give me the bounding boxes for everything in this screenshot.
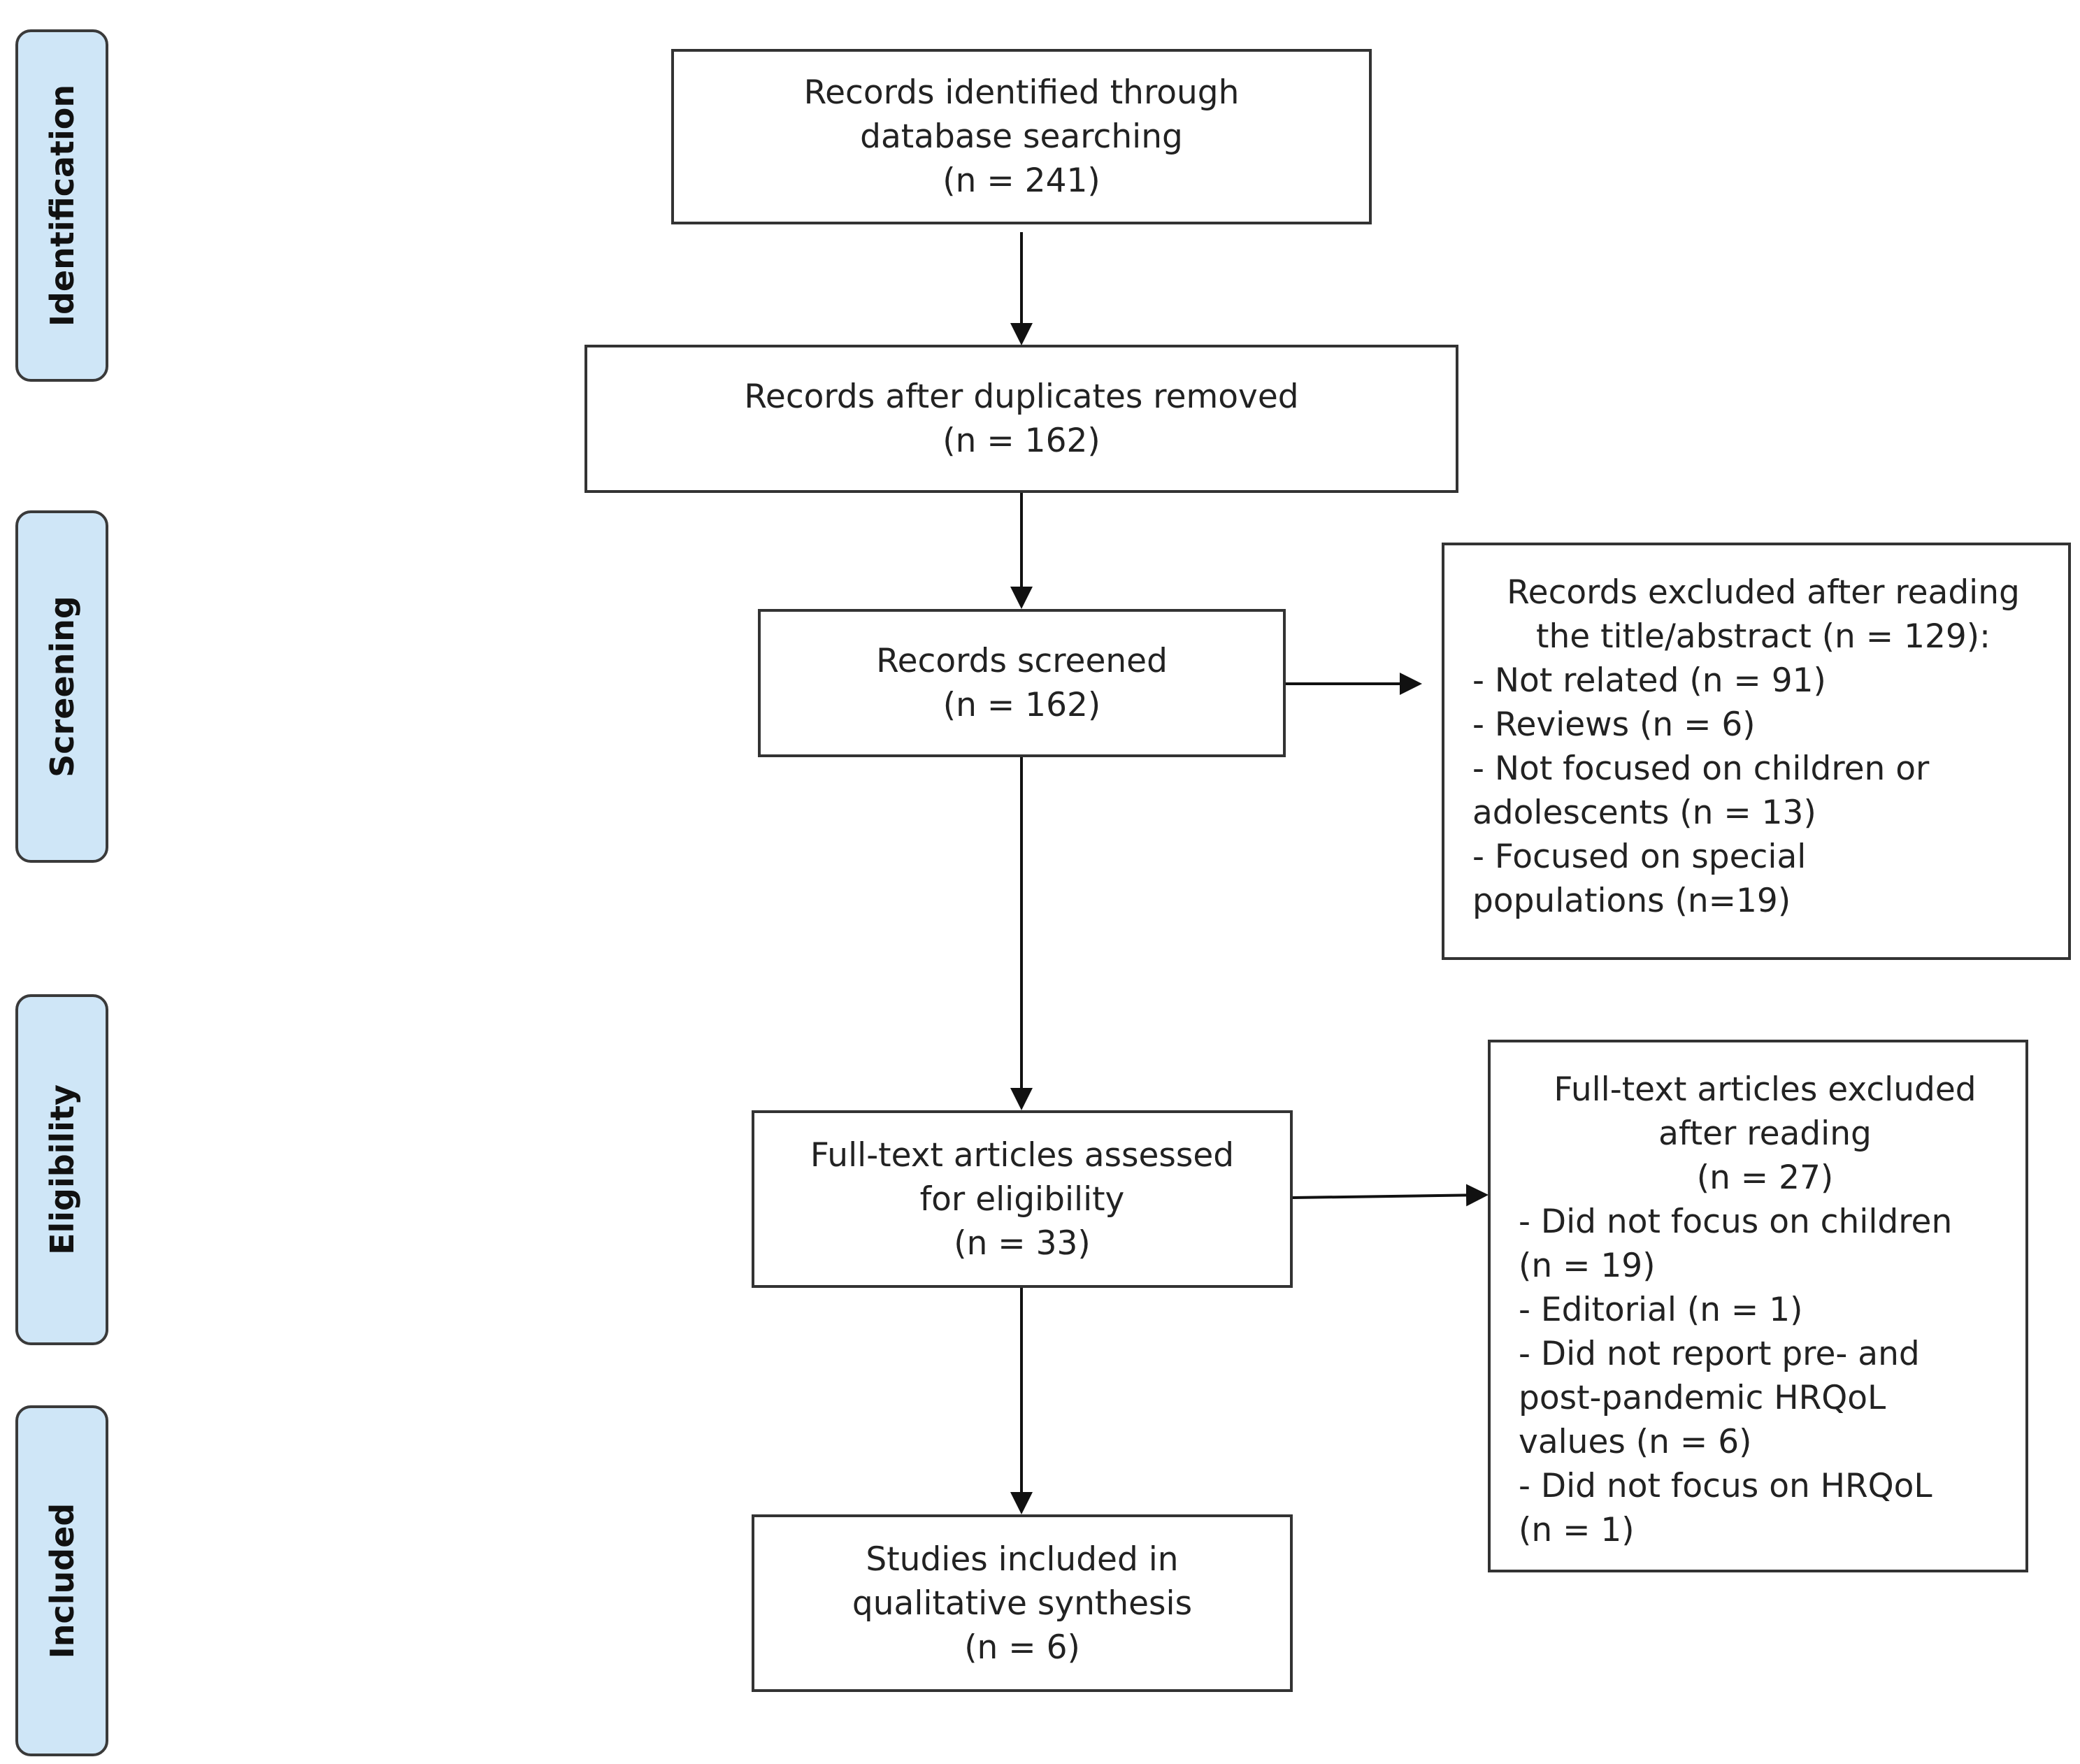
records-screened-box: Records screened (n = 162) [758, 609, 1286, 757]
records-excluded-heading-1: Records excluded after reading [1507, 573, 2020, 612]
phase-included: Included [15, 1405, 108, 1756]
records-deduplicated-label: Records after duplicates removed [744, 378, 1299, 416]
fulltext-excluded-box: Full-text articles excluded after readin… [1488, 1040, 2028, 1572]
exclusion-reason: - Reviews (n = 6) [1472, 705, 1756, 744]
records-screened-label: Records screened [876, 642, 1168, 680]
fulltext-assessed-line-1: Full-text articles assessed [810, 1135, 1235, 1175]
fulltext-assessed-box: Full-text articles assessed for eligibil… [752, 1110, 1293, 1288]
exclusion-reason: - Not focused on children or [1472, 750, 1930, 788]
exclusion-reason: values (n = 6) [1519, 1423, 1752, 1461]
records-identified-line-2: database searching [860, 117, 1183, 156]
records-identified-box: Records identified through database sear… [671, 49, 1372, 224]
fulltext-excluded-heading-2: after reading [1658, 1114, 1872, 1153]
records-deduplicated-count: (n = 162) [942, 422, 1100, 460]
fulltext-excluded-heading-1: Full-text articles excluded [1554, 1070, 1977, 1109]
records-excluded-heading-2: the title/abstract (n = 129): [1536, 617, 1991, 656]
exclusion-reason: - Did not focus on children [1519, 1203, 1953, 1241]
studies-included-line-1: Studies included in [866, 1540, 1179, 1579]
phase-screening: Screening [15, 510, 108, 863]
exclusion-reason: populations (n=19) [1472, 882, 1791, 920]
fulltext-excluded-count: (n = 27) [1696, 1159, 1834, 1197]
records-identified-count: (n = 241) [942, 162, 1100, 200]
phase-identification: Identification [15, 29, 108, 382]
fulltext-assessed-count: (n = 33) [954, 1224, 1091, 1263]
records-excluded-box: Records excluded after reading the title… [1442, 543, 2071, 960]
studies-included-line-2: qualitative synthesis [852, 1584, 1193, 1623]
exclusion-reason: - Editorial (n = 1) [1519, 1291, 1803, 1329]
records-screened-count: (n = 162) [942, 686, 1101, 724]
exclusion-reason: (n = 19) [1519, 1247, 1656, 1285]
records-deduplicated-box: Records after duplicates removed (n = 16… [584, 345, 1458, 493]
exclusion-reason: post-pandemic HRQoL [1519, 1379, 1886, 1417]
exclusion-reason: adolescents (n = 13) [1472, 794, 1816, 832]
exclusion-reason: (n = 1) [1519, 1511, 1635, 1549]
studies-included-count: (n = 6) [964, 1628, 1080, 1667]
records-identified-line-1: Records identified through [803, 73, 1240, 112]
fulltext-assessed-line-2: for eligibility [919, 1179, 1125, 1219]
arrow-fulltext-to-excluded [1292, 1184, 1489, 1207]
exclusion-reason: - Not related (n = 91) [1472, 661, 1826, 700]
exclusion-reason: - Did not report pre- and [1519, 1335, 1920, 1373]
exclusion-reason: - Focused on special [1472, 838, 1807, 876]
phase-eligibility: Eligibility [15, 994, 108, 1345]
studies-included-box: Studies included in qualitative synthesi… [752, 1514, 1293, 1692]
exclusion-reason: - Did not focus on HRQoL [1519, 1467, 1932, 1505]
